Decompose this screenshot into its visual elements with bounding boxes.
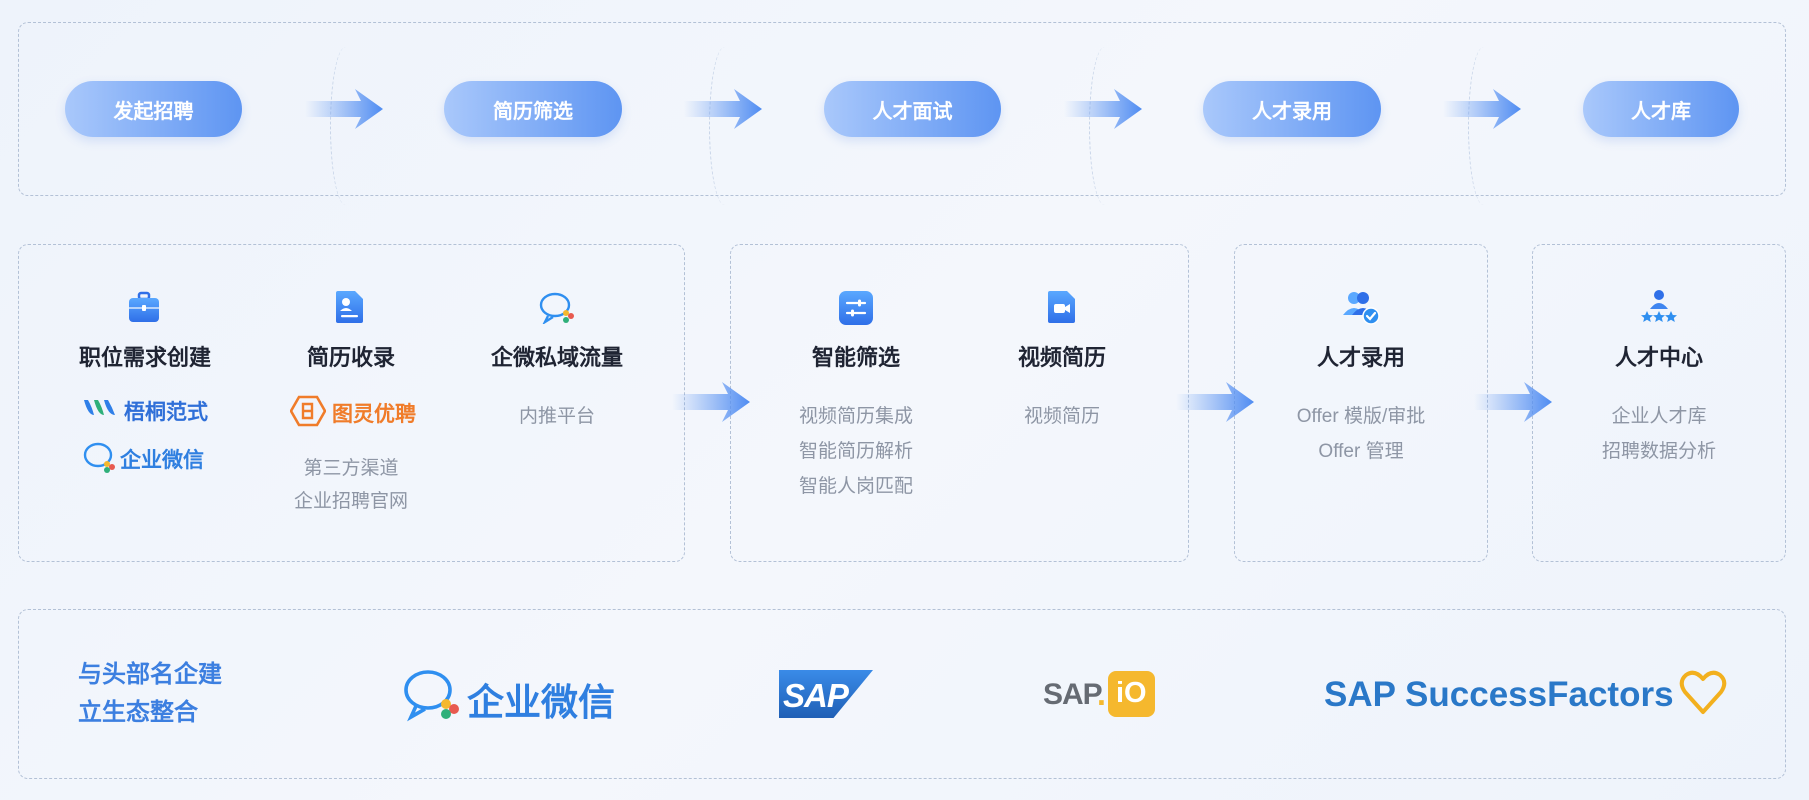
step-pill-resume-screening: 简历筛选 [444,81,622,137]
user-check-icon [1343,292,1380,325]
sap-logo-text: SAP [783,677,849,714]
arrow-ring-decoration [709,47,740,205]
smart-screen-item: 智能人岗匹配 [798,476,914,497]
ecosystem-label: 与头部名企建 立生态整合 [78,656,222,732]
flow-arrow-icon [684,89,762,129]
wecom-logo-text: 企业微信 [120,449,204,472]
video-resume-item: 视频简历 [1023,406,1101,427]
smart-screen-item: 视频简历集成 [798,406,914,427]
module-title-talent-center: 人才中心 [1614,345,1704,370]
step-pill-hire: 人才录用 [1203,81,1381,137]
ecosystem-label-line: 与头部名企建 [78,661,222,688]
flow-arrow-icon [1064,89,1142,129]
briefcase-icon [129,291,159,322]
flow-arrow-icon [1443,89,1521,129]
wecom-partner-logo-icon [404,670,459,722]
flow-arrow-icon [672,382,750,422]
resume-source-item: 第三方渠道 [303,458,399,479]
tuling-logo-icon [290,395,326,427]
video-document-icon [1048,291,1075,323]
module-title-video-resume: 视频简历 [1017,345,1107,370]
wecom-partner-logo-text: 企业微信 [467,682,615,723]
successfactors-logo-text: SAP SuccessFactors [1324,675,1674,714]
module-title-hire: 人才录用 [1316,345,1406,370]
step-pill-interview: 人才面试 [824,81,1001,137]
private-traffic-item: 内推平台 [518,406,596,427]
wecom-chat-icon [539,292,574,324]
module-title-private-traffic: 企微私域流量 [490,345,624,370]
heart-icon [1679,670,1727,714]
sapio-logo-box-text: iO [1116,677,1147,709]
module-title-job-creation: 职位需求创建 [78,345,212,370]
hire-item: Offer 模版/审批 [1296,406,1426,427]
wutong-logo-icon [84,400,115,415]
sapio-logo-dot: . [1097,676,1106,712]
user-stars-icon [1641,290,1677,322]
talent-center-item: 企业人才库 [1611,406,1707,427]
step-pill-start-recruitment: 发起招聘 [65,81,242,137]
sapio-partner-logo: SAP . iO [1043,671,1155,719]
module-title-resume-intake: 简历收录 [306,345,396,370]
sapio-logo-box: iO [1108,671,1155,717]
talent-center-item: 招聘数据分析 [1601,441,1717,462]
arrow-ring-decoration [1468,47,1499,205]
flow-arrow-icon [1176,382,1254,422]
wutong-logo-text: 梧桐范式 [124,401,208,424]
wecom-logo-icon [83,442,115,473]
arrow-ring-decoration [1089,47,1120,205]
flow-arrow-icon [305,89,383,129]
ecosystem-label-line: 立生态整合 [78,699,198,726]
ecosystem-panel [18,609,1786,779]
process-flow-panel [18,22,1786,196]
sliders-icon [839,291,873,325]
smart-screen-item: 智能简历解析 [798,441,914,462]
document-user-icon [336,291,363,323]
step-pill-talent-pool: 人才库 [1583,81,1739,137]
hire-item: Offer 管理 [1318,441,1404,462]
sapio-logo-main-text: SAP [1043,678,1103,711]
arrow-ring-decoration [330,47,361,205]
tuling-logo-text: 图灵优聘 [332,403,416,426]
resume-source-item: 企业招聘官网 [293,491,409,512]
flow-arrow-icon [1474,382,1552,422]
module-title-smart-screen: 智能筛选 [811,345,901,370]
